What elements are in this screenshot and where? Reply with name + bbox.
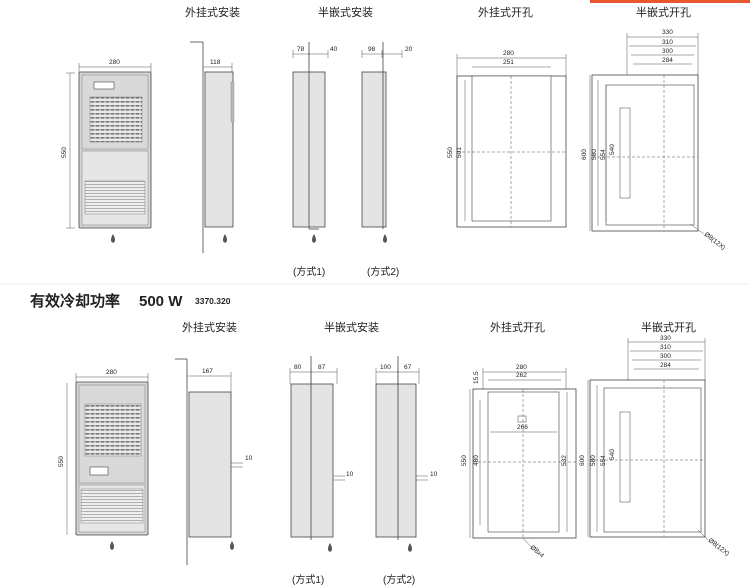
semi-cut-hole: Ø8(12X) <box>707 537 731 558</box>
semi-cutout-2: 330 310 300 284 600 580 554 540 Ø8(12X) <box>579 335 730 558</box>
front-view-2: 280 550 <box>58 369 149 550</box>
section-title: 有效冷却功率 <box>30 292 120 310</box>
semi-cut-w1: 330 <box>662 29 673 36</box>
front-height-dim: 550 <box>61 147 68 158</box>
drain-icon <box>223 234 227 243</box>
ext-cut-w1: 280 <box>516 364 527 371</box>
semi-method-1: 80 87 10 (方式1) <box>289 356 354 586</box>
semi-cut-h1: 600 <box>581 149 588 160</box>
cooling-power: 500 W <box>139 293 183 310</box>
lower-vent <box>80 488 144 524</box>
upper-grille <box>84 403 142 457</box>
semi-cut-hole: Ø8(12X) <box>703 231 727 252</box>
side-view-external-1: 118 <box>190 41 235 253</box>
semi-cut-h3: 554 <box>600 455 607 466</box>
drain-icon <box>110 541 114 550</box>
semi-cut-h1: 600 <box>579 455 586 466</box>
semi-method-1: 78 40 (方式1) <box>292 42 338 278</box>
heading-external-mount: 外挂式安装 <box>182 320 237 334</box>
ext-cut-top: 15.5 <box>473 371 480 384</box>
model-number: 3370.320 <box>195 296 231 306</box>
semi-cut-w4: 284 <box>660 362 671 369</box>
semi1-tab-dim: 10 <box>346 471 354 478</box>
caption-method-1: (方式1) <box>293 265 325 278</box>
drain-icon <box>408 543 412 552</box>
semi-cut-w3: 300 <box>660 353 671 360</box>
semi2-dim-a: 98 <box>368 46 376 53</box>
semi-cut-w4: 284 <box>662 57 673 64</box>
semi-cut-w3: 300 <box>662 48 673 55</box>
front-view-1: 280 550 <box>61 59 152 243</box>
semi1-dim-b: 40 <box>330 46 338 53</box>
caption-method-1: (方式1) <box>292 573 324 586</box>
semi-method-2: 100 67 10 (方式2) <box>375 356 438 586</box>
semi-cut-w2: 310 <box>660 344 671 351</box>
ext-cut-w2: 262 <box>516 372 527 379</box>
semi-cut-h3: 554 <box>600 149 607 160</box>
semi-method-2: 98 20 (方式2) <box>361 42 413 278</box>
heading-semi-cutout: 半嵌式开孔 <box>641 320 696 334</box>
ext-cut-h1: 550 <box>447 147 454 158</box>
ext-cut-w2: 251 <box>503 59 514 66</box>
semi1-dim-b: 87 <box>318 364 326 371</box>
external-cutout-1: 280 251 550 501 <box>447 50 567 228</box>
section-2: 有效冷却功率 500 W 3370.320 外挂式安装 半嵌式安装 外挂式开孔 … <box>30 292 730 586</box>
front-height-dim: 550 <box>58 456 65 467</box>
ext-cut-h3: 532 <box>561 455 568 466</box>
heading-external-cutout: 外挂式开孔 <box>478 5 533 19</box>
lower-vent <box>84 180 146 215</box>
ext-cut-h2: 501 <box>456 147 463 158</box>
semi-cut-h4: 540 <box>609 449 616 460</box>
display-panel <box>93 81 115 90</box>
tab-dim: 10 <box>245 455 253 462</box>
semi2-dim-b: 20 <box>405 46 413 53</box>
external-cutout-2: 280 262 15.5 266 550 480 532 Ø8x4 <box>461 364 577 560</box>
semi1-dim-a: 78 <box>297 46 305 53</box>
semi-cut-w1: 330 <box>660 335 671 342</box>
side-view-external-2: 167 10 <box>175 358 253 565</box>
semi2-dim-b: 67 <box>404 364 412 371</box>
semi1-dim-a: 80 <box>294 364 302 371</box>
caption-method-2: (方式2) <box>367 265 399 278</box>
caption-method-2: (方式2) <box>383 573 415 586</box>
semi-cut-h2: 580 <box>591 149 598 160</box>
drain-icon <box>312 234 316 243</box>
drain-icon <box>328 543 332 552</box>
ext-cut-w1: 280 <box>503 50 514 57</box>
heading-semi-cutout: 半嵌式开孔 <box>636 5 691 19</box>
ext-cut-hole: Ø8x4 <box>529 544 546 560</box>
semi2-dim-a: 100 <box>380 364 391 371</box>
heading-external-cutout: 外挂式开孔 <box>490 320 545 334</box>
drain-icon <box>111 234 115 243</box>
upper-grille <box>89 96 143 143</box>
heading-semi-embedded: 半嵌式安装 <box>324 320 379 334</box>
semi-cut-h2: 580 <box>590 455 597 466</box>
semi2-tab-dim: 10 <box>430 471 438 478</box>
side-depth-dim: 118 <box>210 59 221 66</box>
heading-external-mount: 外挂式安装 <box>185 5 240 19</box>
semi-cut-h4: 540 <box>609 144 616 155</box>
ext-cut-h1: 550 <box>461 455 468 466</box>
ext-cut-w3: 266 <box>517 424 528 431</box>
drain-icon <box>230 541 234 550</box>
ext-cut-h2: 480 <box>473 455 480 466</box>
front-width-dim: 280 <box>109 59 120 66</box>
accent-bar <box>590 0 750 3</box>
display-panel <box>89 466 109 476</box>
section-1: 外挂式安装 半嵌式安装 外挂式开孔 半嵌式开孔 280 550 <box>61 5 726 278</box>
semi-cut-w2: 310 <box>662 39 673 46</box>
side-depth-dim: 167 <box>202 368 213 375</box>
semi-cutout-1: 330 310 300 284 600 580 554 540 Ø8(12X) <box>581 29 726 252</box>
front-width-dim: 280 <box>106 369 117 376</box>
heading-semi-embedded: 半嵌式安装 <box>318 5 373 19</box>
drain-icon <box>383 234 387 243</box>
